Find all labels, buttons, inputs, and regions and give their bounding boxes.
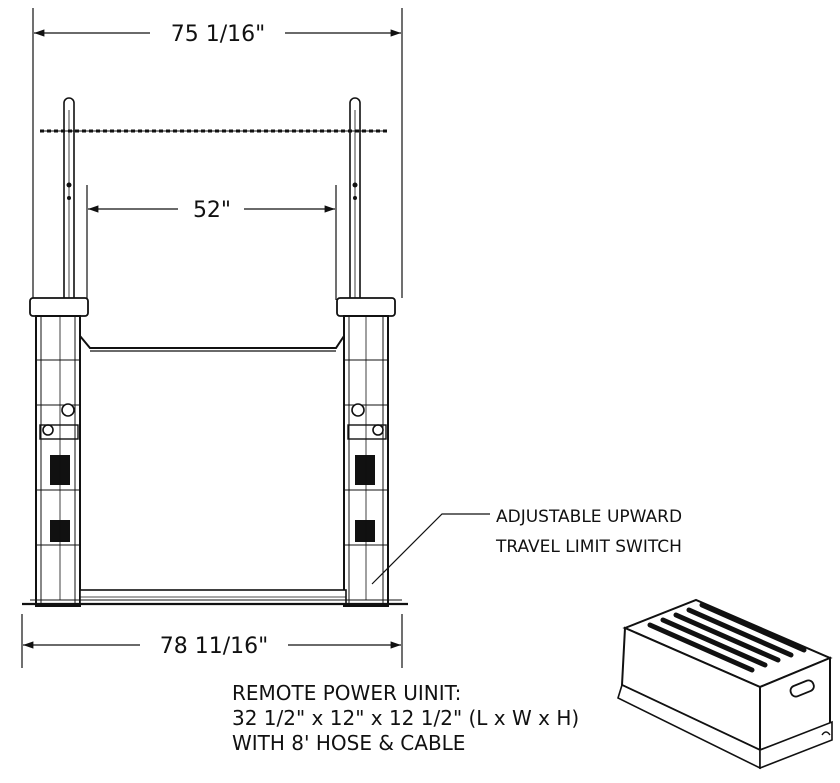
power-unit-line-2: 32 1/2" x 12" x 12 1/2" (L x W x H) xyxy=(232,706,579,730)
top-overall-dimension: 75 1/16" xyxy=(32,8,403,298)
power-unit-line-3: WITH 8' HOSE & CABLE xyxy=(232,731,465,755)
power-unit-note: REMOTE POWER UINIT: 32 1/2" x 12" x 12 1… xyxy=(232,681,579,755)
inner-clear-dimension-label: 52" xyxy=(193,198,231,223)
power-unit-line-1: REMOTE POWER UINIT: xyxy=(232,681,461,705)
limit-switch-callout: ADJUSTABLE UPWARD TRAVEL LIMIT SWITCH xyxy=(371,507,682,585)
platform-deck xyxy=(79,335,345,352)
power-unit-illustration xyxy=(617,598,833,770)
callout-line-2: TRAVEL LIMIT SWITCH xyxy=(495,537,682,557)
base-beam xyxy=(22,589,408,606)
left-tower xyxy=(29,297,89,607)
inner-clear-dimension: 52" xyxy=(86,185,337,300)
bottom-overall-dimension-label: 78 11/16" xyxy=(160,634,269,659)
bottom-overall-dimension: 78 11/16" xyxy=(21,614,403,668)
left-upright-post xyxy=(63,97,75,304)
right-tower xyxy=(336,297,396,607)
top-overall-dimension-label: 75 1/16" xyxy=(171,22,266,47)
callout-line-1: ADJUSTABLE UPWARD xyxy=(496,507,682,527)
right-upright-post xyxy=(349,97,361,304)
